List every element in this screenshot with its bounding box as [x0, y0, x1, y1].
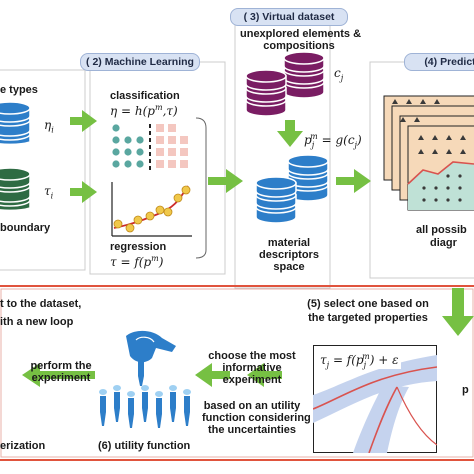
- classification-plot: [112, 124, 188, 172]
- arrow-to-predict: [336, 169, 371, 193]
- all-possible-label: all possib: [416, 224, 467, 236]
- section-predict: (4) Predict: [404, 53, 474, 71]
- section-machine-learning: ( 2) Machine Learning: [80, 53, 200, 71]
- phase-diagram-stack: [383, 95, 474, 211]
- virtual-title-line2: compositions: [263, 40, 335, 52]
- left-panel-frame: [0, 69, 86, 271]
- choose-line2: informative: [222, 362, 282, 374]
- tau-i-label: τi: [44, 184, 54, 201]
- regression-label: regression: [110, 241, 167, 253]
- types-label: e types: [0, 84, 38, 96]
- arrow-down-select: [442, 288, 474, 336]
- loop-frame: [0, 285, 474, 461]
- arrow-to-descriptors: [208, 169, 243, 193]
- choose-line1: choose the most: [208, 350, 296, 362]
- arrow-to-choose: [247, 363, 282, 387]
- virtual-title-line1: unexplored elements &: [240, 28, 362, 40]
- utility-function-label: (6) utility function: [98, 440, 191, 452]
- perform-line1: perform the: [30, 360, 92, 372]
- arrow-to-perform: [22, 363, 95, 387]
- characterization-label: erization: [0, 440, 46, 452]
- boundary-label: boundary: [0, 222, 51, 234]
- space-label-line1: material: [267, 237, 311, 249]
- eta-i-label: ηi: [44, 118, 54, 135]
- choose-line3: experiment: [222, 374, 282, 386]
- select-line2: the targeted properties: [308, 312, 428, 324]
- add-dataset-line1: t to the dataset,: [0, 298, 82, 310]
- space-label-line2: descriptors: [259, 249, 319, 261]
- pipette-hand-icon: [99, 330, 191, 428]
- utility-desc-line2: function considering: [202, 412, 311, 424]
- arrow-to-regression: [70, 181, 97, 203]
- utility-desc-line3: the uncertainties: [207, 424, 297, 436]
- p-fragment: p: [462, 384, 469, 396]
- purple-data-stacks: [245, 52, 325, 117]
- select-line1: (5) select one based on: [307, 298, 429, 310]
- arrow-to-classification: [70, 110, 97, 132]
- section-virtual-dataset: ( 3) Virtual dataset: [230, 8, 348, 26]
- tau-j-equation: τj = f(pjm) + ε: [318, 352, 401, 370]
- classification-equation: η = h(pm,τ): [110, 103, 178, 118]
- utility-desc-line1: based on an utility: [203, 400, 301, 412]
- space-label-line3: space: [273, 261, 305, 273]
- descriptor-equation: pjm = g(cj): [304, 132, 362, 150]
- perform-line2: experiment: [31, 372, 91, 384]
- classification-label: classification: [110, 90, 180, 102]
- regression-plot: [111, 182, 192, 237]
- c-j-label: cj: [334, 66, 344, 83]
- ml-bracket: [195, 117, 207, 259]
- regression-equation: τ = f(pm): [110, 254, 164, 269]
- blue-data-stack: [0, 101, 31, 146]
- diagram-label: diagr: [430, 237, 457, 249]
- add-dataset-line2: ith a new loop: [0, 316, 74, 328]
- descriptor-stacks: [255, 155, 329, 224]
- green-data-stack: [0, 167, 31, 212]
- arrow-virtual-down: [277, 120, 303, 147]
